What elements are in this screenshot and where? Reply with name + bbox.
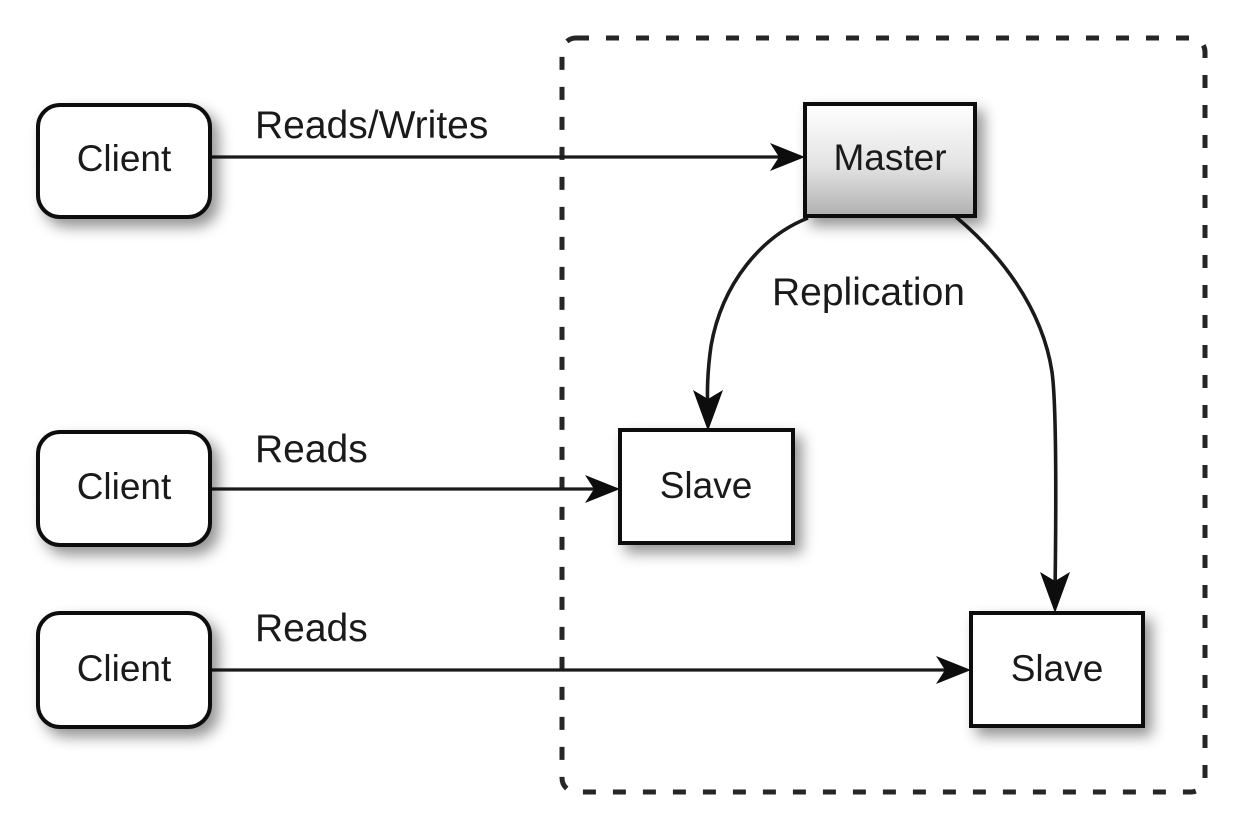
edge-master-slave2 (954, 215, 1070, 613)
slave-2-box[interactable] (969, 611, 1145, 728)
edge-master-slave2-arrowhead (1040, 572, 1070, 613)
node-client-1[interactable]: Client (36, 103, 212, 219)
edge-client2-slave1-arrowhead (585, 475, 620, 503)
edge-client3-slave2-arrowhead (936, 656, 971, 684)
node-slave-1[interactable]: Slave (618, 428, 795, 545)
client-3-label: Client (77, 648, 172, 689)
slave-1-box[interactable] (618, 428, 795, 545)
edge-master-slave1-arrowhead (693, 390, 723, 431)
client-2-box[interactable] (36, 430, 212, 547)
node-client-2[interactable]: Client (36, 430, 212, 547)
slave-1-label: Slave (660, 465, 753, 506)
node-slave-2[interactable]: Slave (969, 611, 1145, 728)
client-1-box[interactable] (36, 103, 212, 219)
edge-label-reads-writes: Reads/Writes (255, 104, 488, 147)
master-box[interactable] (803, 102, 977, 218)
edge-label-reads-slave1: Reads (255, 428, 368, 471)
edge-label-reads-slave2: Reads (255, 607, 368, 650)
client-3-box[interactable] (36, 611, 212, 729)
edge-client1-master (210, 143, 805, 171)
edge-client3-slave2 (210, 656, 971, 684)
client-1-label: Client (77, 138, 172, 179)
node-client-3[interactable]: Client (36, 611, 212, 729)
slave-2-label: Slave (1011, 648, 1104, 689)
master-label: Master (833, 137, 946, 178)
edge-client1-master-arrowhead (770, 143, 805, 171)
edge-label-replication: Replication (772, 271, 965, 314)
edge-master-slave1 (693, 216, 809, 431)
edge-client2-slave1 (210, 475, 620, 503)
database-cluster-boundary (559, 35, 1208, 795)
node-master[interactable]: Master (803, 102, 977, 218)
edge-master-slave2-curve (954, 215, 1058, 595)
client-2-label: Client (77, 466, 172, 507)
edge-master-slave1-curve (705, 216, 809, 413)
